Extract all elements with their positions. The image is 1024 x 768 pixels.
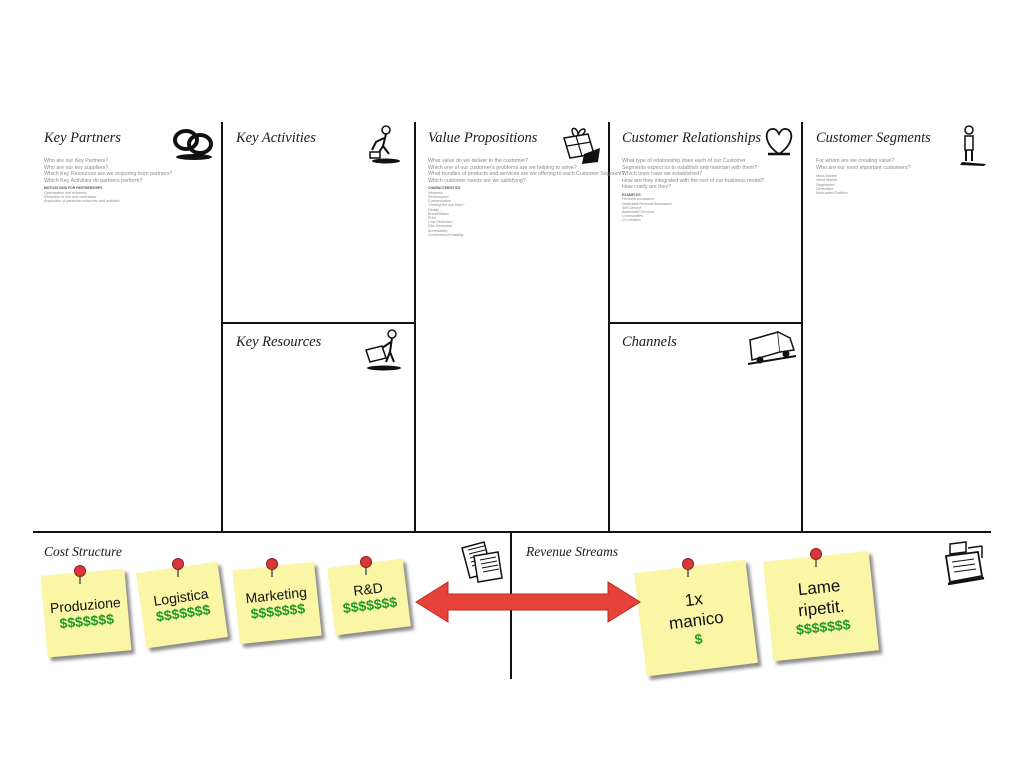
divider-relationships-channels [608,322,803,324]
pushpin-icon [682,558,694,577]
value-propositions-title: Value Propositions [428,130,538,146]
revenue-streams-title: Revenue Streams [526,544,619,559]
heart-icon [765,127,793,156]
pushpin-icon [810,548,822,567]
divider-relationships-segments [801,122,803,532]
key-partners-title: Key Partners [44,130,121,146]
truck-icon [747,331,797,365]
customer-relationships-questions: What type of relationship does each of o… [622,158,765,223]
divider-activities-resources [221,322,416,324]
key-resources-title: Key Resources [236,334,322,350]
worker-icon [369,125,400,164]
customer-segments-title: Customer Segments [816,130,931,146]
cash-register-icon [944,541,985,586]
pushpin-icon [172,558,184,577]
gift-icon [563,127,600,164]
cost-structure-title: Cost Structure [44,544,122,559]
divider-activities-value [414,122,416,532]
chain-link-icon [173,129,213,160]
customer-segments-questions: For whom are we creating value? Who are … [816,158,911,195]
divider-value-relationships [608,122,610,532]
pushpin-icon [266,558,278,577]
documents-icon [461,541,503,583]
pushpin-icon [74,565,86,584]
value-propositions-questions: What value do we deliver to the customer… [428,158,625,237]
customer-relationships-title: Customer Relationships [622,130,761,146]
divider-top-bottom [33,531,991,533]
double-arrow [415,581,641,623]
key-partners-questions: Who are our Key Partners? Who are our ke… [44,158,173,204]
worker-cart-icon [365,329,401,371]
divider-partners-activities [221,122,223,532]
channels-title: Channels [622,334,677,350]
key-activities-title: Key Activities [236,130,316,146]
person-icon [960,125,986,166]
pushpin-icon [360,556,372,575]
